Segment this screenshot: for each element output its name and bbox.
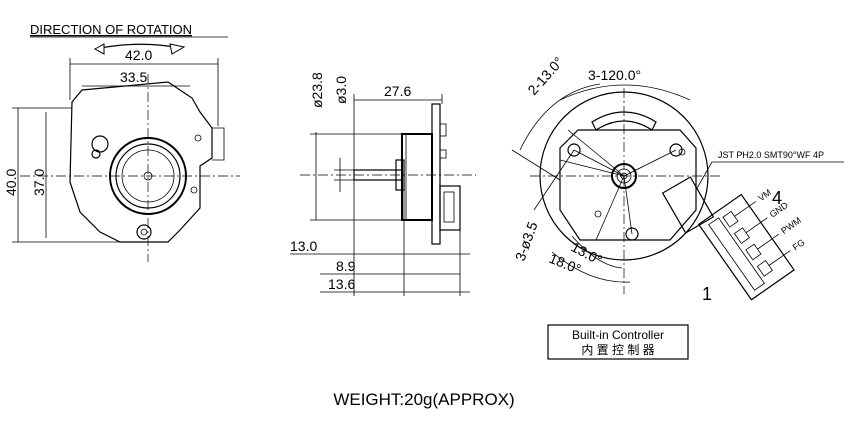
connector-spec: JST PH2.0 SMT90°WF 4P <box>718 150 824 160</box>
front-hole-bottom-inner <box>140 228 148 236</box>
dim-flange: 13.0 <box>290 238 317 254</box>
rear-hole-2 <box>669 143 683 157</box>
front-hole-top-small <box>91 149 101 159</box>
dim-width-inner: 33.5 <box>120 69 147 85</box>
pin-label-vm: VM <box>756 187 773 203</box>
rear-arc-a <box>571 235 623 269</box>
front-hole-bottom <box>136 224 152 240</box>
connector-spec-leader <box>695 161 713 191</box>
front-hole-tab <box>194 134 202 142</box>
pinout-housing <box>697 193 795 301</box>
rear-leader-mount <box>511 149 561 181</box>
rear-hole-1 <box>567 143 581 157</box>
dim-diameter-body: ø23.8 <box>309 72 325 108</box>
front-plate-tab <box>212 127 225 161</box>
rear-view: 2-13.0° 3-120.0° 3-ø3.5 13.0° 18.0° JST … <box>512 54 844 304</box>
side-pcb <box>431 103 441 245</box>
pin-label-pwm: PWM <box>779 215 803 236</box>
pin-gnd <box>733 227 751 244</box>
connector-pinout: VM GND PWM FG <box>697 187 807 301</box>
rear-arc-b <box>551 251 631 283</box>
pin-fg <box>756 260 773 277</box>
rear-radial-6 <box>567 129 625 177</box>
controller-line2: 内 置 控 制 器 <box>581 343 654 357</box>
dim-width-outer: 42.0 <box>125 47 152 63</box>
rear-bracket <box>559 129 697 241</box>
pin-number-last: 4 <box>772 188 782 208</box>
pin-pwm <box>745 243 762 261</box>
dim-angle-mount: 2-13.0° <box>524 54 566 98</box>
pin-lead-vm <box>734 201 757 217</box>
dim-angle-pcb: 3-120.0° <box>588 67 641 83</box>
rear-hole-small-1 <box>594 210 602 218</box>
controller-box-border <box>547 324 689 360</box>
pin-number-first: 1 <box>702 284 712 304</box>
pinout-rail <box>708 217 765 291</box>
front-hole-top <box>91 135 109 153</box>
rear-radial-3 <box>623 175 633 235</box>
front-hole-side <box>190 186 198 194</box>
front-mount-plate <box>69 81 213 243</box>
rear-radial-1 <box>573 149 625 177</box>
rotation-heading: DIRECTION OF ROTATION <box>30 22 192 37</box>
rear-leader-holes <box>533 149 575 211</box>
side-component-1 <box>439 123 447 137</box>
rear-connector <box>661 176 715 234</box>
pin-lead-gnd <box>745 217 768 234</box>
pin-lead-pwm <box>757 233 780 250</box>
pin-vm <box>722 210 739 228</box>
rear-arc-pcb <box>559 84 691 101</box>
side-connector-inner <box>443 191 455 223</box>
side-rotor-body <box>401 133 433 221</box>
side-view: ø23.8 ø3.0 27.6 13.0 8.9 13.6 <box>290 72 476 296</box>
rotation-arrowtail-icon <box>169 43 186 55</box>
rear-hole-small-2 <box>678 148 686 156</box>
dim-holes: 3-ø3.5 <box>512 219 541 263</box>
side-connector <box>439 185 461 231</box>
front-view: DIRECTION OF ROTATION 42.0 33.5 <box>3 22 240 262</box>
dim-height-outer: 40.0 <box>3 169 19 196</box>
dim-length: 27.6 <box>384 83 411 99</box>
dim-shaft-b: 13.6 <box>328 276 355 292</box>
rear-hole-3 <box>625 227 639 241</box>
dim-diameter-shaft: ø3.0 <box>333 76 349 104</box>
dim-shaft-a: 8.9 <box>336 258 356 274</box>
weight-note: WEIGHT:20g(APPROX) <box>333 390 514 409</box>
rear-radial-4 <box>595 175 625 241</box>
controller-label-box: Built-in Controller 内 置 控 制 器 <box>547 324 689 360</box>
pin-label-fg: FG <box>791 237 807 252</box>
rear-radial-2 <box>623 149 677 177</box>
pin-lead-fg <box>768 250 791 266</box>
rear-slot <box>591 111 657 131</box>
rotation-arrowhead-icon <box>93 43 105 55</box>
dim-height-inner: 37.0 <box>31 169 47 196</box>
rear-arc-mount <box>519 83 601 151</box>
controller-line1: Built-in Controller <box>572 328 664 342</box>
rear-radial-5 <box>559 159 625 177</box>
side-component-2 <box>439 149 447 159</box>
